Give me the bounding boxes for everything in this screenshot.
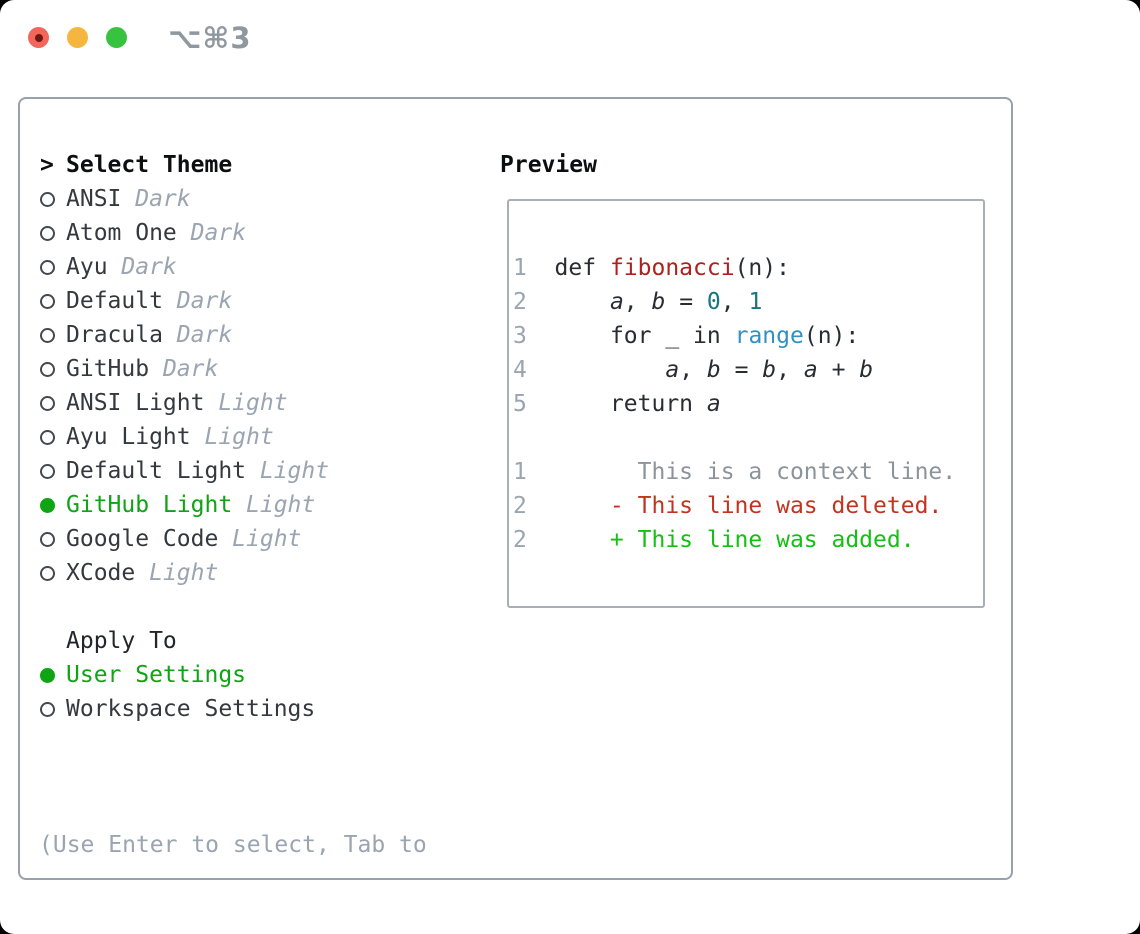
code-line: 4 a, b = b, a + b bbox=[513, 357, 874, 383]
zoom-button-icon[interactable] bbox=[106, 27, 127, 48]
radio-icon bbox=[40, 361, 55, 377]
radio-icon bbox=[40, 191, 55, 207]
close-button-icon[interactable] bbox=[28, 27, 49, 48]
radio-icon bbox=[40, 327, 55, 343]
apply-to-header: Apply To bbox=[40, 624, 315, 658]
apply-option-user-settings[interactable]: User Settings bbox=[40, 658, 315, 692]
theme-option-ansi[interactable]: ANSI Dark bbox=[40, 182, 329, 216]
keyboard-hint-line-1: (Use Enter to select, Tab to bbox=[39, 832, 427, 858]
radio-selected-icon bbox=[40, 497, 55, 513]
theme-variant-label: Dark bbox=[190, 220, 247, 246]
theme-variant-label: Light bbox=[246, 492, 316, 518]
option-label: Default Light bbox=[66, 458, 247, 484]
theme-variant-label: Dark bbox=[162, 356, 219, 382]
option-label: GitHub bbox=[66, 356, 150, 382]
option-label: Ayu bbox=[66, 254, 108, 280]
theme-variant-label: Light bbox=[218, 390, 288, 416]
option-label: Atom One bbox=[66, 220, 177, 246]
theme-option-default[interactable]: Default Dark bbox=[40, 284, 329, 318]
theme-option-github-light[interactable]: GitHub Light Light bbox=[40, 488, 329, 522]
radio-icon bbox=[40, 429, 55, 445]
radio-icon bbox=[40, 463, 55, 479]
radio-icon bbox=[40, 293, 55, 309]
apply-to-header-label: Apply To bbox=[66, 628, 177, 654]
code-line: 5 return a bbox=[513, 391, 721, 417]
theme-option-default-light[interactable]: Default Light Light bbox=[40, 454, 329, 488]
theme-variant-label: Dark bbox=[121, 254, 177, 280]
apply-option-workspace-settings[interactable]: Workspace Settings bbox=[40, 692, 315, 726]
minimize-button-icon[interactable] bbox=[67, 27, 88, 48]
theme-option-google-code[interactable]: Google Code Light bbox=[40, 522, 329, 556]
code-line: 2 - This line was deleted. bbox=[513, 493, 943, 519]
radio-icon bbox=[40, 225, 55, 241]
select-theme-header-label: Select Theme bbox=[66, 152, 233, 178]
theme-variant-label: Dark bbox=[176, 288, 233, 314]
radio-icon bbox=[40, 259, 55, 275]
code-line: 1 def fibonacci(n): bbox=[513, 255, 790, 281]
theme-option-ayu-light[interactable]: Ayu Light Light bbox=[40, 420, 329, 454]
select-theme-header: > Select Theme bbox=[40, 148, 329, 182]
theme-option-ansi-light[interactable]: ANSI Light Light bbox=[40, 386, 329, 420]
theme-option-dracula[interactable]: Dracula Dark bbox=[40, 318, 329, 352]
theme-variant-label: Light bbox=[149, 560, 219, 586]
preview-header: Preview bbox=[500, 152, 597, 178]
option-label: ANSI Light bbox=[66, 390, 205, 416]
theme-option-atom-one[interactable]: Atom One Dark bbox=[40, 216, 329, 250]
window-title: ⌥⌘3 bbox=[168, 21, 252, 55]
theme-variant-label: Dark bbox=[176, 322, 233, 348]
theme-variant-label: Light bbox=[204, 424, 274, 450]
radio-selected-icon bbox=[40, 667, 55, 683]
cursor-caret-icon: > bbox=[40, 152, 54, 178]
option-label: Workspace Settings bbox=[66, 696, 316, 722]
theme-option-ayu[interactable]: Ayu Dark bbox=[40, 250, 329, 284]
code-line: 3 for _ in range(n): bbox=[513, 323, 860, 349]
code-line: 2 + This line was added. bbox=[513, 527, 915, 553]
option-label: Dracula bbox=[66, 322, 163, 348]
preview-pane: 1 def fibonacci(n): 2 a, b = 0, 1 3 for _ … bbox=[507, 199, 985, 608]
option-label: Ayu Light bbox=[66, 424, 191, 450]
radio-icon bbox=[40, 565, 55, 581]
keyboard-hint-line-2: change focus) bbox=[39, 930, 427, 934]
code-line: 2 a, b = 0, 1 bbox=[513, 289, 763, 315]
theme-variant-label: Light bbox=[259, 458, 330, 484]
radio-icon bbox=[40, 531, 55, 547]
radio-icon bbox=[40, 395, 55, 411]
option-label: User Settings bbox=[66, 662, 247, 688]
theme-variant-label: Light bbox=[232, 526, 302, 552]
keyboard-hint: (Use Enter to select, Tab to change focu… bbox=[39, 760, 427, 934]
theme-variant-label: Dark bbox=[135, 186, 191, 212]
option-label: ANSI bbox=[66, 186, 122, 212]
code-line: 1 This is a context line. bbox=[513, 459, 957, 485]
radio-icon bbox=[40, 701, 55, 717]
option-label: GitHub Light bbox=[66, 492, 233, 518]
option-label: Google Code bbox=[66, 526, 219, 552]
code-line bbox=[513, 421, 983, 455]
option-label: Default bbox=[66, 288, 163, 314]
theme-option-github[interactable]: GitHub Dark bbox=[40, 352, 329, 386]
option-label: XCode bbox=[66, 560, 136, 586]
theme-option-xcode[interactable]: XCode Light bbox=[40, 556, 329, 590]
